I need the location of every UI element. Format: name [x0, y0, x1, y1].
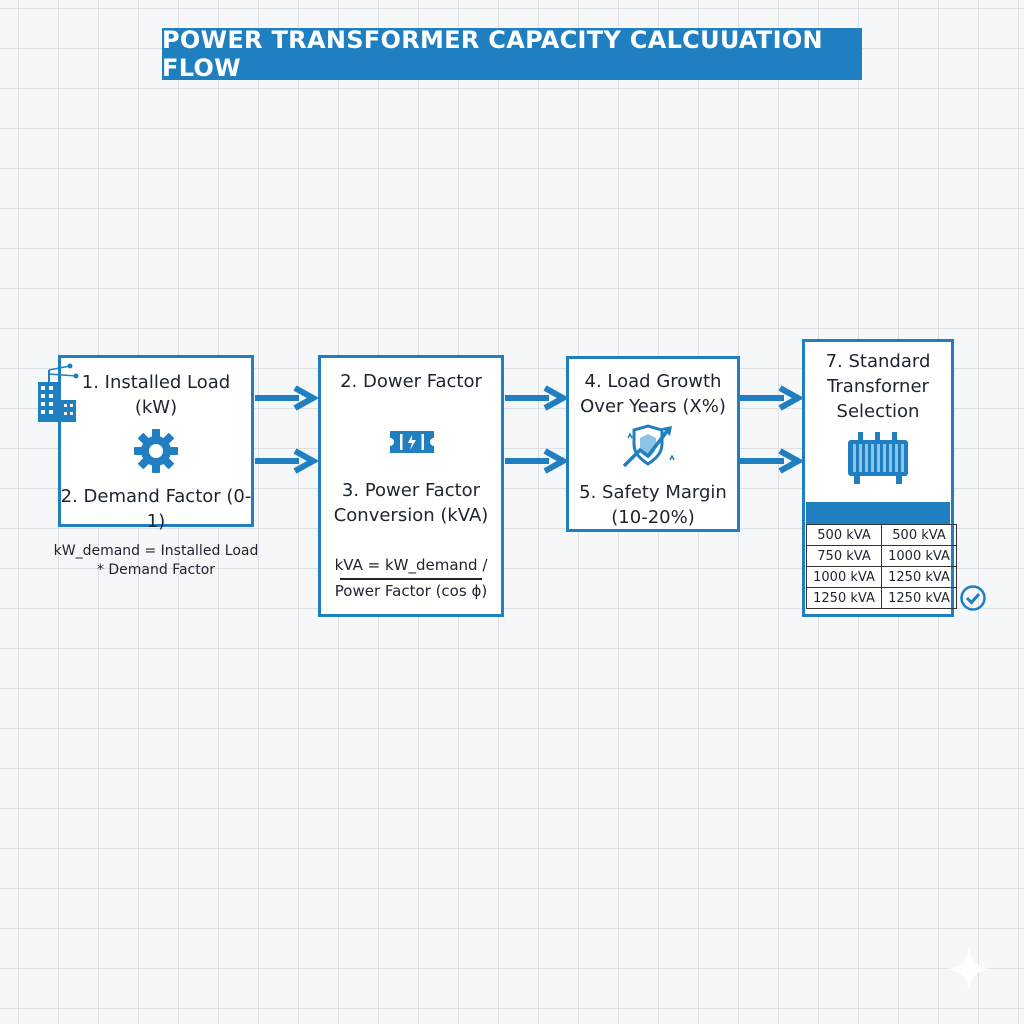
- selection-line3: Selection: [836, 401, 920, 422]
- selection-line2: Transforner: [827, 376, 929, 397]
- power-factor-conversion-label: 3. Power Factor Conversion (kVA): [318, 478, 504, 528]
- demand-formula-line1: kW_demand = Installed Load: [53, 543, 259, 559]
- installed-load-unit: (kW): [134, 397, 178, 418]
- kva-formula-denominator: Power Factor (cos ϕ): [334, 582, 488, 600]
- check-icon: [960, 585, 986, 611]
- kva-formula-numerator: kVA = kW_demand /: [334, 556, 488, 574]
- arrow-4-to-7-bottom: [740, 448, 804, 474]
- power-factor-icon: [390, 431, 434, 453]
- transformer-icon: [848, 432, 908, 484]
- page-title: POWER TRANSFORMER CAPACITY CALCUUATION F…: [162, 26, 862, 82]
- table-cell: 1000 kVA: [881, 545, 957, 567]
- demand-factor-label: 2. Demand Factor (0-1): [60, 486, 252, 532]
- safety-margin-line2: (10-20%): [611, 507, 695, 528]
- selection-line1: 7. Standard: [825, 351, 931, 372]
- table-cell: 1250 kVA: [806, 587, 882, 609]
- table-cell: 500 kVA: [806, 524, 882, 546]
- safety-margin-label: 5. Safety Margin (10-20%): [566, 480, 740, 530]
- demand-formula-line2: * Demand Factor: [96, 562, 216, 578]
- safety-margin-line1: 5. Safety Margin: [579, 482, 727, 503]
- kva-formula-divider: [340, 578, 482, 580]
- installed-load-title: 1. Installed Load: [81, 372, 231, 393]
- power-factor-box: [318, 355, 504, 617]
- installed-load-label: 1. Installed Load (kW): [58, 370, 254, 420]
- arrow-1-to-2-top: [255, 385, 319, 411]
- transformer-selection-label: 7. Standard Transforner Selection: [802, 349, 954, 424]
- load-growth-line1: 4. Load Growth: [584, 371, 722, 392]
- table-cell: 750 kVA: [806, 545, 882, 567]
- ratings-table-header: [806, 502, 950, 524]
- arrow-1-to-2-bottom: [255, 448, 319, 474]
- gear-icon: [134, 429, 178, 473]
- arrow-2-to-4-top: [505, 385, 569, 411]
- building-icon: [38, 363, 79, 422]
- table-cell: 1250 kVA: [881, 566, 957, 588]
- load-growth-label: 4. Load Growth Over Years (X%): [566, 369, 740, 419]
- arrow-2-to-4-bottom: [505, 448, 569, 474]
- table-cell: 1250 kVA: [881, 587, 957, 609]
- arrow-4-to-7-top: [740, 385, 804, 411]
- demand-formula: kW_demand = Installed Load * Demand Fact…: [40, 542, 272, 580]
- table-row: 1000 kVA 1250 kVA: [806, 566, 957, 588]
- table-row: 500 kVA 500 kVA: [806, 524, 957, 546]
- load-growth-line2: Over Years (X%): [580, 396, 726, 417]
- table-cell: 1000 kVA: [806, 566, 882, 588]
- table-row: 750 kVA 1000 kVA: [806, 545, 957, 567]
- ratings-table: 500 kVA 500 kVA 750 kVA 1000 kVA 1000 kV…: [806, 524, 957, 609]
- conversion-line2: Conversion (kVA): [333, 505, 489, 526]
- table-cell: 500 kVA: [881, 524, 957, 546]
- shield-growth-icon: [622, 424, 675, 468]
- conversion-line1: 3. Power Factor: [341, 480, 481, 501]
- sparkle-icon: [946, 946, 992, 992]
- table-row: 1250 kVA 1250 kVA: [806, 587, 957, 609]
- power-factor-label: 2. Dower Factor: [340, 371, 482, 392]
